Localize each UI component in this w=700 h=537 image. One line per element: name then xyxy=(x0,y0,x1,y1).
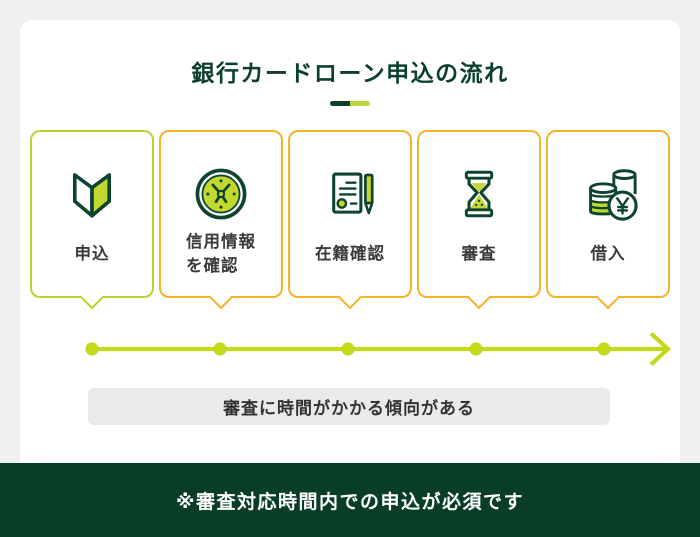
step-card-borrowing: 借入 xyxy=(546,130,670,310)
timeline xyxy=(85,331,672,367)
timeline-dot xyxy=(341,342,355,356)
beginner-mark-icon xyxy=(63,162,121,226)
step-card-credit-info-check: 信用情報 を確認 xyxy=(159,130,283,310)
step-label-employment-verification: 在籍確認 xyxy=(315,245,385,264)
step-card-employment-verification: 在籍確認 xyxy=(288,130,412,310)
page-title: 銀行カードローン申込の流れ xyxy=(191,60,509,86)
step-card-screening: 審査 xyxy=(417,130,541,310)
step-label-credit-info-check: 信用情報 を確認 xyxy=(186,233,256,275)
footer-text: ※審査対応時間内での申込が必須です xyxy=(176,491,524,513)
clock-icon xyxy=(192,162,250,226)
timeline-dot xyxy=(469,342,483,356)
title-divider xyxy=(330,101,370,106)
coins-yen-icon xyxy=(577,162,639,226)
infographic-card: 銀行カードローン申込の流れ 申込 xyxy=(20,20,680,463)
step-label-borrowing: 借入 xyxy=(590,245,626,264)
divider-dark-segment xyxy=(330,101,350,106)
note-box: 審査に時間がかかる傾向がある xyxy=(88,388,610,425)
hourglass-icon xyxy=(450,162,508,226)
step-label-apply: 申込 xyxy=(74,245,110,264)
note-text: 審査に時間がかかる傾向がある xyxy=(223,399,475,418)
step-label-screening: 審査 xyxy=(461,245,497,264)
footer-note: ※審査対応時間内での申込が必須です xyxy=(0,463,700,537)
divider-lime-segment xyxy=(350,101,370,106)
timeline-dot xyxy=(85,342,99,356)
timeline-dot xyxy=(213,342,227,356)
timeline-arrow-icon xyxy=(649,331,672,367)
document-pen-icon xyxy=(321,162,379,226)
step-card-apply: 申込 xyxy=(30,130,154,310)
timeline-dot xyxy=(597,342,611,356)
steps-row: 申込 信用情報 xyxy=(20,130,680,310)
